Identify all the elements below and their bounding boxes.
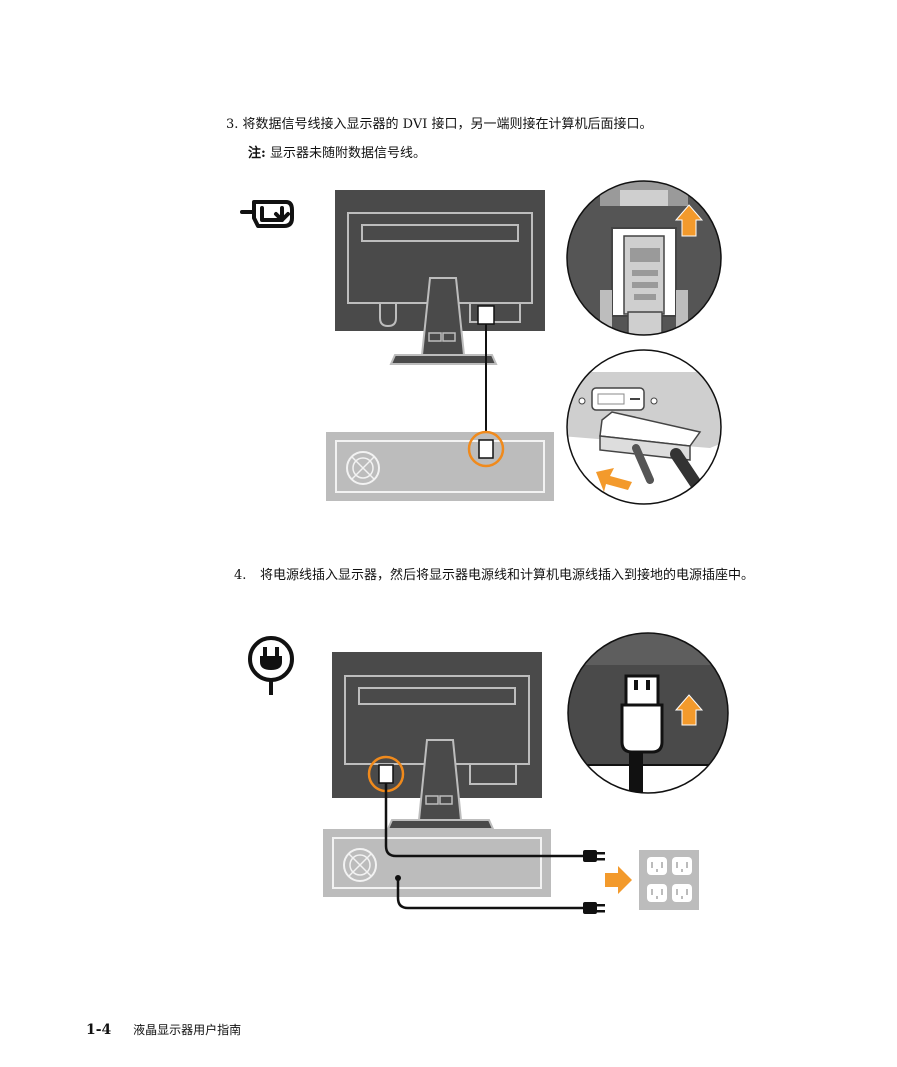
monitor-power-cable	[384, 783, 585, 858]
footer-title: 液晶显示器用户指南	[133, 1023, 242, 1037]
up-arrow-icon-2	[674, 694, 704, 726]
zoom-monitor-dvi	[566, 180, 722, 336]
up-arrow-icon	[674, 204, 704, 237]
wall-outlet	[639, 850, 699, 910]
page-footer: 1-4 液晶显示器用户指南	[86, 1021, 241, 1038]
pc-case-2	[323, 829, 551, 897]
pc-case	[326, 430, 554, 501]
dvi-connector-icon	[240, 200, 294, 228]
pc-power-cable	[396, 878, 585, 910]
monitor-back-2	[332, 652, 542, 830]
step3-note: 注: 显示器未随附数据信号线。	[248, 146, 426, 162]
zoom-monitor-power	[567, 632, 729, 794]
power-plug-icon	[248, 636, 294, 695]
plug-1	[583, 850, 605, 862]
step4-text: 将电源线插入显示器，然后将显示器电源线和计算机电源线插入到接地的电源插座中。	[260, 568, 755, 583]
step3-number: 3.	[226, 117, 239, 132]
step3-illustration	[240, 180, 722, 505]
plug-2	[583, 902, 605, 914]
note-label: 注:	[248, 146, 266, 161]
step4-number: 4.	[234, 568, 247, 583]
highlight-ring-2	[367, 755, 405, 793]
monitor-back	[335, 190, 545, 365]
highlight-ring	[467, 430, 505, 468]
page-number: 1-4	[86, 1022, 112, 1038]
note-text: 显示器未随附数据信号线。	[269, 146, 426, 161]
step3-text: 将数据信号线接入显示器的 DVI 接口，另一端则接在计算机后面接口。	[242, 117, 653, 132]
step3-instruction: 3. 将数据信号线接入显示器的 DVI 接口，另一端则接在计算机后面接口。	[226, 117, 653, 133]
right-arrow-icon	[605, 866, 632, 894]
zoom-pc-dvi	[566, 349, 722, 505]
